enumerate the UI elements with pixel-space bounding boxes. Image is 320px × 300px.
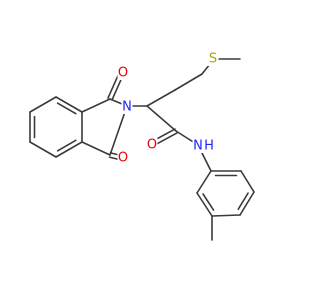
atom-bg-o1 (117, 66, 129, 80)
bond-a2-a3 (29, 141, 57, 158)
atom-bg-n2 (192, 139, 204, 153)
bond-c2-N1 (109, 105, 128, 156)
atom-bg-n1 (121, 100, 133, 114)
atom-label-o2: O (118, 151, 128, 166)
atom-bg-o2 (117, 151, 129, 165)
bond-t6-t1 (196, 170, 212, 194)
bond-cb-cc (174, 73, 203, 91)
atom-bg-h1 (203, 139, 215, 153)
bond-t2-t3 (240, 170, 255, 193)
bond-t5-t6 (196, 192, 213, 217)
atom-label-o1: O (118, 66, 128, 81)
atom-label-n1: N (122, 100, 132, 115)
atom-bg-o3 (146, 138, 158, 152)
bond-t5-t6-inner (202, 193, 215, 211)
bond-a3-a4-inner (56, 139, 77, 152)
atom-label-n2: N (193, 139, 203, 154)
atom-label-h1: H (204, 139, 214, 154)
bond-t3-t4 (239, 191, 255, 216)
atom-label-s1: S (209, 52, 217, 67)
bond-a4-c2 (81, 141, 111, 156)
bond-a5-a6 (55, 96, 83, 113)
bond-ca-cb (146, 89, 176, 107)
bond-a5-a6-inner (56, 102, 77, 115)
bond-t3-t4-inner (237, 192, 249, 211)
bond-a5-c1 (81, 98, 111, 113)
atom-label-o3: O (147, 138, 157, 153)
bond-t4-t5 (211, 214, 241, 217)
bond-ca-camide (146, 105, 177, 132)
bond-a3-a4 (55, 141, 83, 158)
bond-layer (29, 58, 255, 241)
atom-bg-s1 (207, 52, 219, 66)
bond-a6-a1 (29, 96, 57, 113)
